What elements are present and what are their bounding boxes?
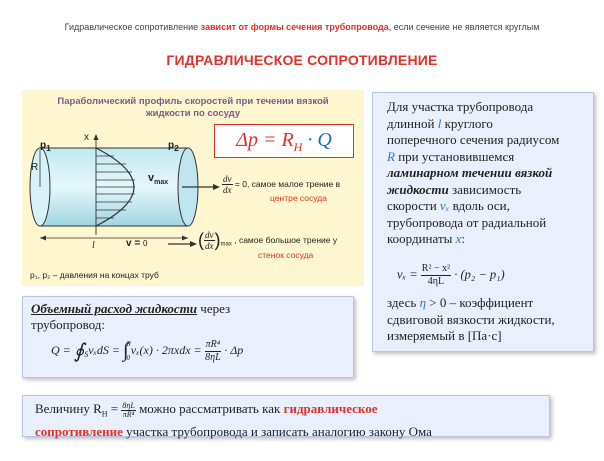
velocity-arrows <box>96 155 135 219</box>
pressure-caption: p₁, p₂ – давления на концах труб <box>30 270 159 280</box>
x-axis-label: x <box>84 132 89 143</box>
viscosity-note: здесь η > 0 – коэффициент сдвиговой вязк… <box>387 295 555 343</box>
diagram-title: Параболический профиль скоростей при теч… <box>57 96 329 119</box>
wall-label: стенок сосуда <box>258 250 314 260</box>
hydraulic-ohm-formula: Δp = RH · Q <box>214 124 354 158</box>
subtitle: Гидравлическое сопротивление зависит от … <box>64 22 540 32</box>
volumetric-flow-box: Объемный расход жидкости через трубопров… <box>22 296 354 378</box>
pipe-drawing <box>29 134 220 247</box>
v-zero-label: v = 0 <box>126 238 148 249</box>
flow-text: Объемный расход жидкости через трубопров… <box>31 301 231 332</box>
p2-label: p2 <box>168 140 179 153</box>
p1-label: p1 <box>40 140 51 153</box>
page-title: ГИДРАВЛИЧЕСКОЕ СОПРОТИВЛЕНИЕ <box>166 52 438 68</box>
length-label: l <box>92 240 95 251</box>
center-label: центре сосуда <box>270 193 327 203</box>
velocity-profile-diagram: Параболический профиль скоростей при теч… <box>22 90 364 286</box>
laminar-flow-explanation: Для участка трубопровода длинной l кругл… <box>372 92 594 352</box>
explanation-text: Для участка трубопровода длинной l кругл… <box>387 99 560 246</box>
vmax-label: vmax <box>148 172 169 187</box>
radius-label: R <box>31 162 39 173</box>
